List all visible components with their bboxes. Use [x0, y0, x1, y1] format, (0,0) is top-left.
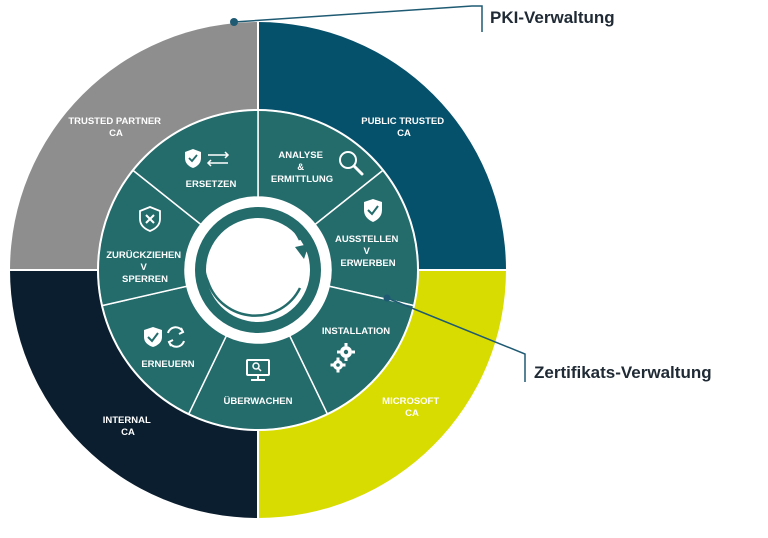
segment-label-installation: INSTALLATION: [322, 326, 390, 337]
inner-ring: [97, 109, 419, 431]
cycle-arrow-icon: [202, 209, 302, 317]
shield-refresh-icon: [144, 326, 185, 348]
quadrant-label-line: INTERNAL: [103, 415, 151, 426]
shield-x-icon: [139, 206, 161, 232]
callout-zertifikats: Zertifikats-Verwaltung: [383, 294, 712, 382]
quadrant-label-line: CA: [397, 128, 411, 139]
segment-label-zurueckziehen: ZURÜCKZIEHEN V SPERREN: [106, 250, 184, 285]
quadrant-label-public-trusted: PUBLIC TRUSTED CA: [361, 116, 447, 139]
quadrant-label-line: CA: [405, 408, 419, 419]
segment-label-erneuern: ERNEUERN: [141, 359, 194, 370]
shield-swap-icon: [185, 149, 230, 168]
segment-label-ersetzen: ERSETZEN: [186, 179, 237, 190]
callout-pki: PKI-Verwaltung: [230, 5, 615, 32]
gears-icon: [330, 343, 355, 373]
center-hub: [185, 197, 331, 343]
callout-pki-label: PKI-Verwaltung: [490, 8, 615, 27]
shield-check-icon: [364, 199, 382, 222]
quadrant-label-line: CA: [121, 427, 135, 438]
callout-zertifikats-label: Zertifikats-Verwaltung: [534, 363, 712, 382]
segment-label-analyse: ANALYSE & ERMITTLUNG: [271, 150, 333, 185]
segment-label-ueberwachen: ÜBERWACHEN: [224, 396, 293, 407]
quadrant-label-line: PUBLIC TRUSTED: [361, 116, 444, 127]
inner-ring-border: [97, 109, 419, 431]
magnifier-icon: [339, 151, 364, 176]
cycle-arrowhead: [295, 244, 309, 259]
quadrant-label-microsoft: MICROSOFT CA: [382, 396, 442, 419]
segment-label-ausstellen: AUSSTELLEN V ERWERBEN: [335, 234, 401, 269]
quadrant-label-line: MICROSOFT: [382, 396, 439, 407]
quadrant-label-line: CA: [109, 128, 123, 139]
quadrant-label-trusted-partner: TRUSTED PARTNER CA: [68, 116, 163, 139]
monitor-icon: [246, 359, 270, 381]
quadrant-label-internal: INTERNAL CA: [103, 415, 154, 438]
segment-labels: ANALYSE & ERMITTLUNG AUSSTELLEN V ERWERB…: [106, 150, 401, 407]
segment-icons: [139, 149, 382, 381]
quadrant-label-line: TRUSTED PARTNER: [68, 116, 161, 127]
